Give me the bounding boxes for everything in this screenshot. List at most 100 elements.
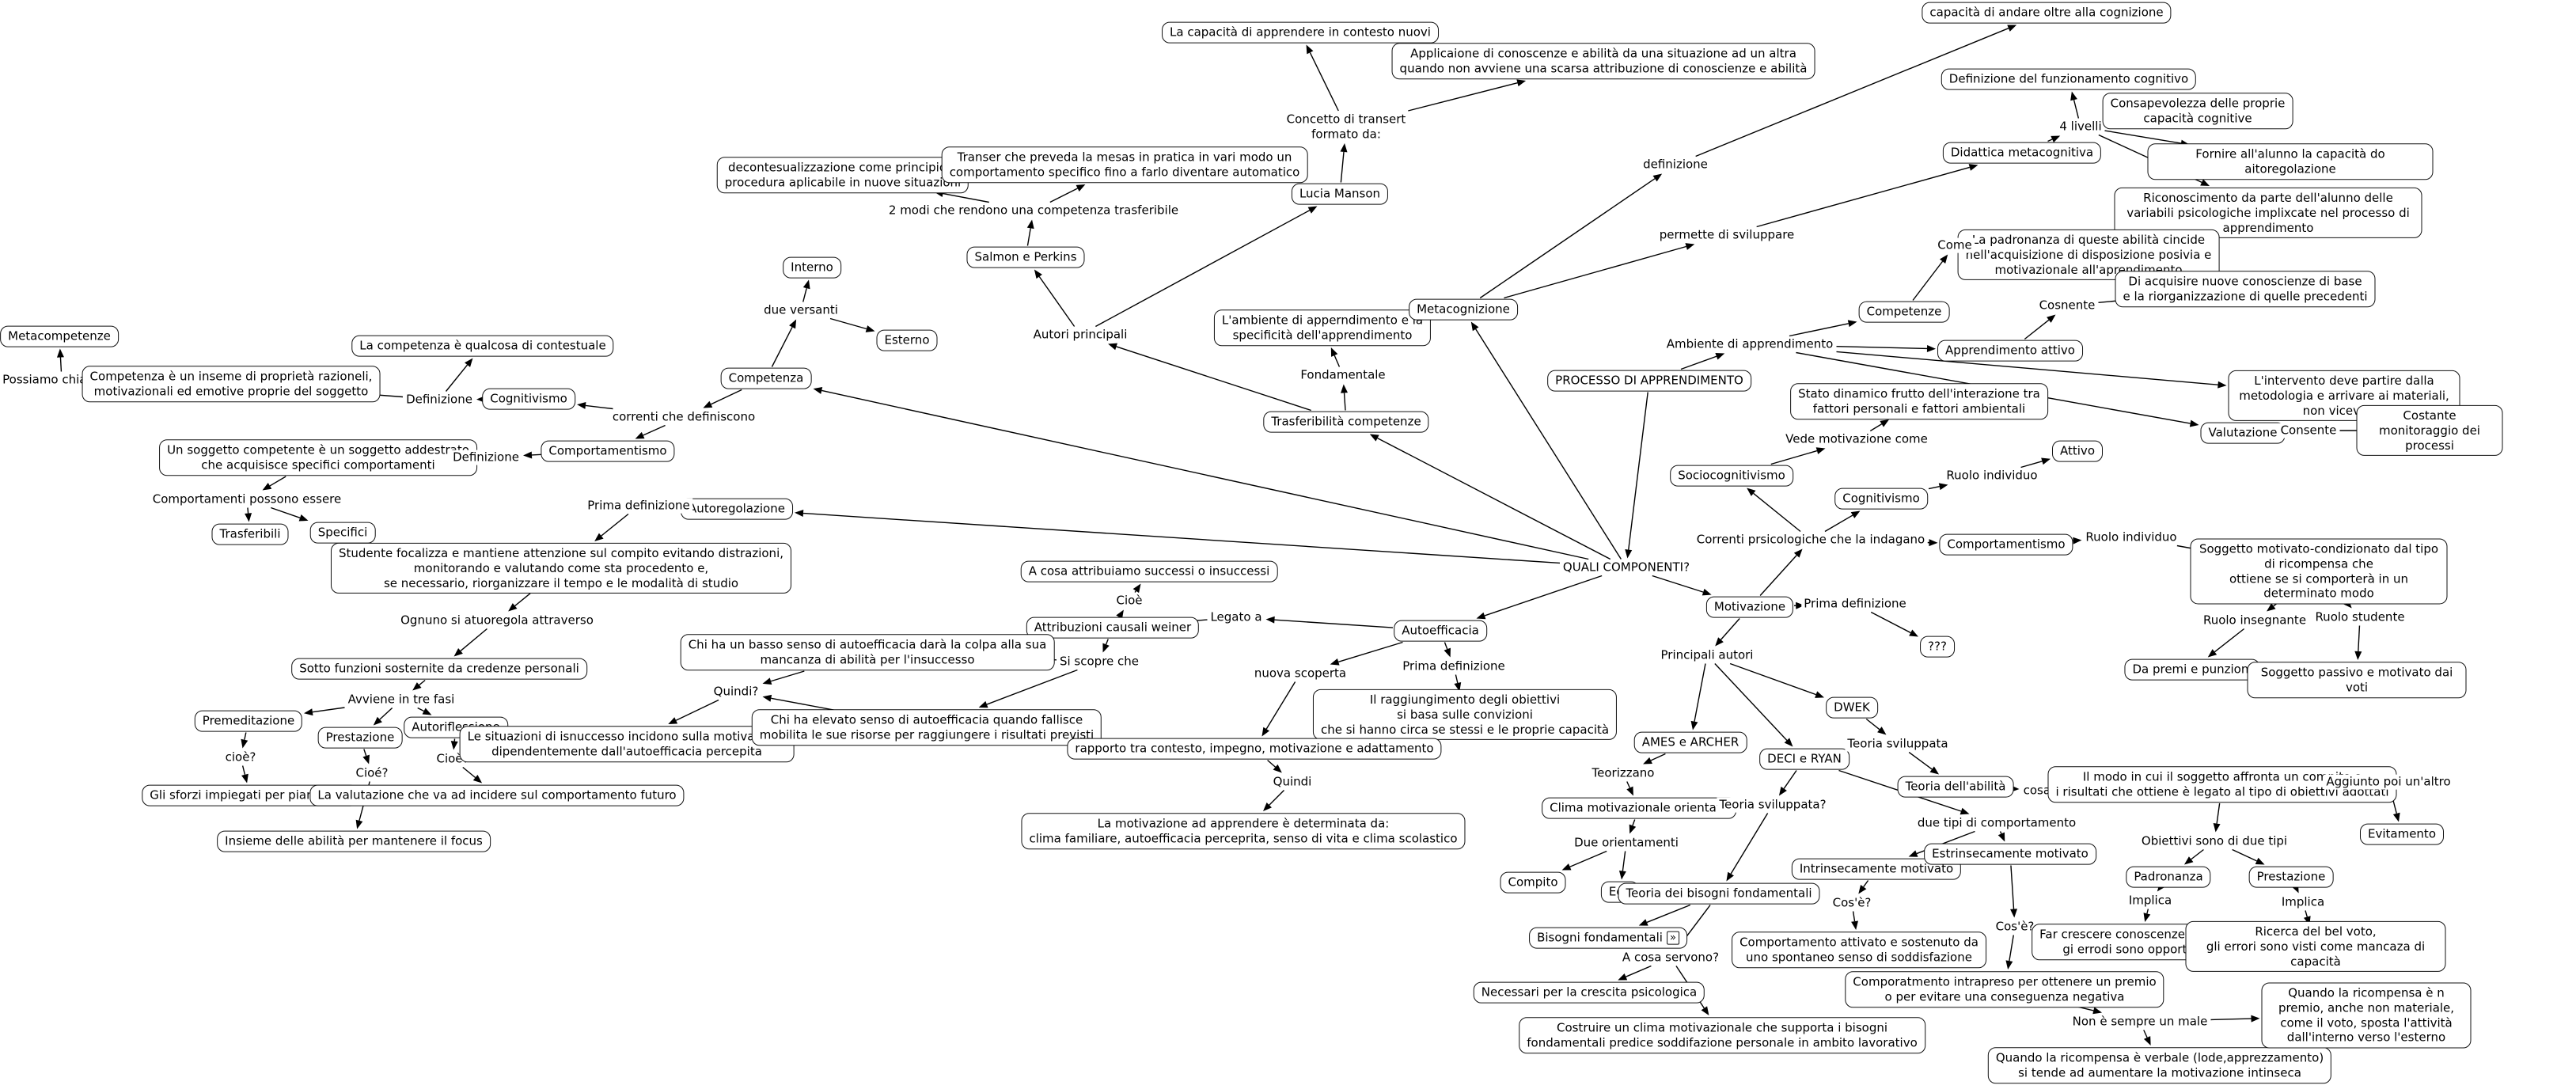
concept-node[interactable]: Comporatmento intrapreso per ottenere un… bbox=[1845, 971, 2164, 1007]
concept-node[interactable]: Quando la ricompensa è n premio, anche n… bbox=[2261, 982, 2472, 1049]
concept-node[interactable]: Trasferibilità competenze bbox=[1263, 411, 1429, 433]
linking-phrase[interactable]: Autori principali bbox=[1030, 327, 1130, 343]
linking-phrase[interactable]: definizione bbox=[1641, 157, 1710, 173]
concept-node[interactable]: Definizione del funzionamento cognitivo bbox=[1941, 68, 2197, 90]
linking-phrase[interactable]: Quindi? bbox=[711, 684, 761, 700]
concept-node[interactable]: Premeditazione bbox=[194, 710, 303, 732]
concept-node[interactable]: Metacompetenze bbox=[0, 325, 119, 347]
linking-phrase[interactable]: Obiettivi sono di due tipi bbox=[2138, 833, 2290, 849]
concept-node[interactable]: Chi ha elevato senso di autoefficacia qu… bbox=[751, 709, 1102, 746]
concept-node[interactable]: Studente focalizza e mantiene attenzione… bbox=[330, 542, 792, 594]
concept-node[interactable]: Comportamentismo bbox=[1939, 533, 2073, 556]
linking-phrase[interactable]: Implica bbox=[2278, 894, 2328, 910]
concept-node[interactable]: ??? bbox=[1920, 636, 1955, 658]
concept-node[interactable]: Necessari per la crescita psicologica bbox=[1473, 981, 1705, 1004]
concept-node[interactable]: Soggetto passivo e motivato dai voti bbox=[2247, 662, 2467, 698]
linking-phrase[interactable]: Legato a bbox=[1208, 609, 1265, 625]
concept-node[interactable]: Valutazione bbox=[2200, 422, 2286, 444]
linking-phrase[interactable]: Concetto di transert formato da: bbox=[1284, 112, 1409, 142]
linking-phrase[interactable]: Quindi bbox=[1270, 774, 1315, 790]
linking-phrase[interactable]: correnti che definiscono bbox=[609, 409, 758, 425]
linking-phrase[interactable]: 4 livelli bbox=[2057, 119, 2104, 135]
linking-phrase[interactable]: Cioé? bbox=[353, 765, 391, 781]
concept-node[interactable]: Consapevolezza delle proprie capacità co… bbox=[2102, 93, 2293, 129]
concept-node[interactable]: Comportamento attivato e sostenuto da un… bbox=[1732, 932, 1986, 968]
linking-phrase[interactable]: Prima definizione bbox=[585, 498, 692, 514]
linking-phrase[interactable]: Implica bbox=[2126, 893, 2175, 909]
concept-node[interactable]: Costruire un clima motivazionale che sup… bbox=[1519, 1017, 1925, 1053]
concept-node[interactable]: DWEK bbox=[1826, 696, 1878, 719]
concept-node[interactable]: Costante monitoraggio dei processi bbox=[2356, 404, 2503, 457]
concept-node[interactable]: La capacità di apprendere in contesto nu… bbox=[1162, 21, 1439, 44]
concept-node[interactable]: Attribuzioni causali weiner bbox=[1026, 617, 1200, 639]
concept-node[interactable]: decontesualizzazione come principio o pr… bbox=[716, 157, 969, 193]
linking-phrase[interactable]: A cosa servono? bbox=[1619, 950, 1722, 966]
concept-node[interactable]: Prestazione bbox=[317, 727, 403, 749]
linking-phrase[interactable]: Teorizzano bbox=[1589, 765, 1657, 781]
concept-node[interactable]: Competenze bbox=[1858, 301, 1950, 323]
linking-phrase[interactable]: Ruolo individuo bbox=[1944, 468, 2040, 484]
concept-node[interactable]: Clima motivazionale orientato bbox=[1542, 797, 1736, 819]
concept-node[interactable]: Specifici bbox=[309, 522, 376, 544]
concept-node[interactable]: Compito bbox=[1500, 871, 1566, 894]
concept-node[interactable]: DECI e RYAN bbox=[1759, 748, 1849, 770]
linking-phrase[interactable]: 2 modi che rendono una competenza trasfe… bbox=[886, 203, 1182, 218]
concept-node[interactable]: Attivo bbox=[2052, 440, 2103, 462]
concept-node[interactable]: Stato dinamico frutto dell'interazione t… bbox=[1790, 383, 2048, 419]
concept-node[interactable]: Comportamentismo bbox=[541, 440, 675, 462]
concept-node[interactable]: Applicaione di conoscenze e abilità da u… bbox=[1391, 43, 1815, 79]
linking-phrase[interactable]: Teoria sviluppata? bbox=[1717, 797, 1829, 813]
linking-phrase[interactable]: Si scopre che bbox=[1057, 654, 1142, 670]
concept-node[interactable]: La motivazione ad apprendere è determina… bbox=[1021, 813, 1466, 849]
concept-node[interactable]: Didattica metacognitiva bbox=[1942, 142, 2102, 164]
linking-phrase[interactable]: Come bbox=[1935, 237, 1975, 253]
concept-node[interactable]: A cosa attribuiamo successi o insuccessi bbox=[1020, 560, 1278, 582]
concept-node[interactable]: Insieme delle abilità per mantenere il f… bbox=[217, 830, 491, 852]
concept-node[interactable]: Teoria dei bisogni fondamentali bbox=[1618, 882, 1820, 905]
concept-node[interactable]: Lucia Manson bbox=[1291, 183, 1389, 205]
concept-node[interactable]: L'ambiente di apperndimento e la specifi… bbox=[1213, 309, 1432, 346]
concept-node[interactable]: Esterno bbox=[876, 329, 938, 351]
concept-node[interactable]: Competenza è un inseme di proprietà razi… bbox=[82, 366, 381, 402]
linking-phrase[interactable]: Ruolo studente bbox=[2312, 609, 2407, 625]
concept-node[interactable]: Transer che preveda la mesas in pratica … bbox=[941, 146, 1308, 183]
linking-phrase[interactable]: Definizione bbox=[404, 392, 475, 408]
concept-node[interactable]: Motivazione bbox=[1705, 596, 1794, 618]
concept-node[interactable]: AMES e ARCHER bbox=[1633, 731, 1747, 753]
linking-phrase[interactable]: Cos'è? bbox=[1993, 919, 2037, 935]
concept-node[interactable]: Teoria dell'abilità bbox=[1897, 776, 2014, 798]
concept-node[interactable]: Soggetto motivato-condizionato dal tipo … bbox=[2190, 538, 2448, 605]
concept-node[interactable]: Prestazione bbox=[2248, 866, 2334, 888]
concept-node[interactable]: Autoregolazione bbox=[681, 498, 793, 520]
concept-node[interactable]: Di acquisire nuove conoscienze di base e… bbox=[2115, 271, 2376, 307]
concept-node[interactable]: Estrinsecamente motivato bbox=[1924, 843, 2096, 865]
concept-node[interactable]: Un soggetto competente è un soggetto add… bbox=[159, 439, 477, 476]
concept-node[interactable]: Interno bbox=[783, 256, 841, 279]
linking-phrase[interactable]: nuova scoperta bbox=[1251, 666, 1349, 681]
concept-node[interactable]: Autoefficacia bbox=[1394, 620, 1487, 642]
concept-node[interactable]: Evitamento bbox=[2359, 823, 2445, 845]
concept-node[interactable]: Da premi e punzioni bbox=[2124, 658, 2260, 681]
concept-node[interactable]: Competenza bbox=[720, 367, 812, 389]
linking-phrase[interactable]: Cosnente bbox=[2036, 298, 2098, 313]
concept-node[interactable]: Sociocognitivismo bbox=[1670, 465, 1793, 487]
linking-phrase[interactable]: Principali autori bbox=[1658, 647, 1756, 663]
concept-node[interactable]: Il raggiungimento degli obiettivi si bas… bbox=[1312, 689, 1618, 741]
attachment-icon[interactable]: » bbox=[1666, 931, 1679, 945]
concept-node[interactable]: Cognitivismo bbox=[482, 388, 575, 410]
concept-node[interactable]: Ricerca del bel voto, gli errori sono vi… bbox=[2185, 920, 2446, 973]
linking-phrase[interactable]: Vede motivazione come bbox=[1783, 431, 1930, 447]
linking-phrase[interactable]: due tipi di comportamento bbox=[1914, 815, 2079, 831]
concept-node[interactable]: Salmon e Perkins bbox=[966, 246, 1085, 268]
concept-node[interactable]: Intrinsecamente motivato bbox=[1791, 858, 1962, 880]
concept-node[interactable]: rapporto tra contesto, impegno, motivazi… bbox=[1067, 738, 1442, 760]
linking-phrase[interactable]: Prima definizione bbox=[1801, 596, 1909, 612]
concept-node[interactable]: Quando la ricompensa è verbale (lode,app… bbox=[1987, 1047, 2332, 1083]
linking-phrase[interactable]: Due orientamenti bbox=[1572, 835, 1681, 851]
linking-phrase[interactable]: Prima definizione bbox=[1400, 658, 1508, 674]
linking-phrase[interactable]: Fondamentale bbox=[1298, 367, 1388, 383]
concept-node[interactable]: Fornire all'alunno la capacità do aitore… bbox=[2147, 143, 2434, 180]
linking-phrase[interactable]: Comportamenti possono essere bbox=[150, 491, 344, 507]
concept-node[interactable]: La competenza è qualcosa di contestuale bbox=[351, 335, 614, 357]
linking-phrase[interactable]: Consente bbox=[2278, 423, 2339, 438]
